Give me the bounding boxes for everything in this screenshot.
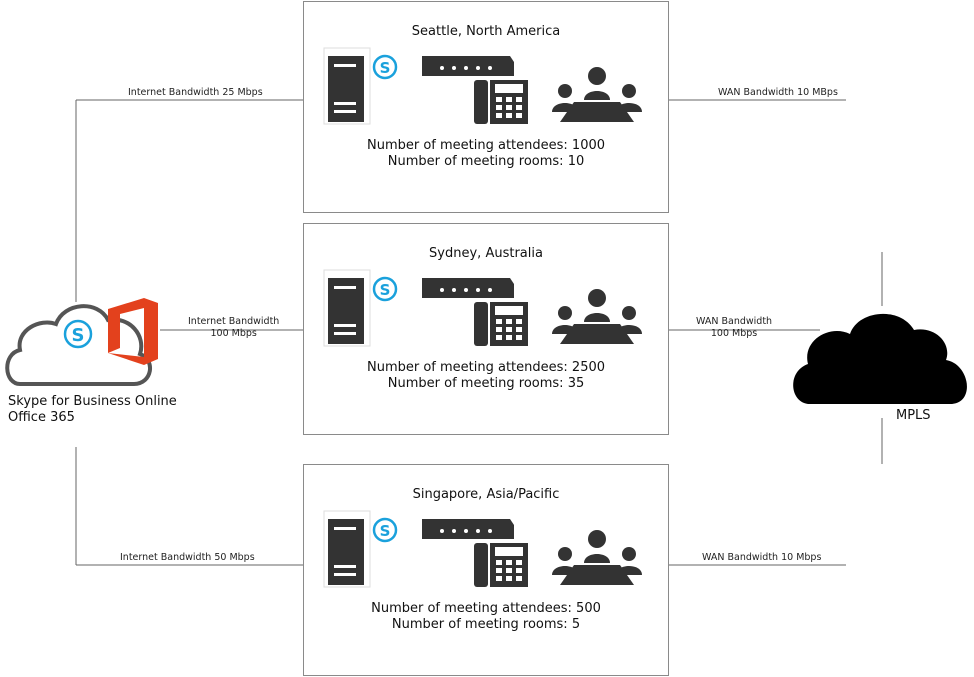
site-equipment: S (323, 510, 642, 588)
seattle-internet-bandwidth: Internet Bandwidth 25 Mbps (128, 87, 263, 98)
meeting-attendees-text: Number of meeting attendees: 1000 (366, 138, 606, 153)
sydney-wan-bandwidth-line2: 100 Mbps (710, 328, 758, 339)
meeting-room-icon (552, 67, 642, 122)
skype-logo-icon: S (372, 54, 398, 80)
network-device-icon (422, 56, 514, 76)
svg-text:S: S (380, 281, 391, 299)
sydney-internet-bandwidth: Internet Bandwidth 100 Mbps (188, 316, 279, 340)
sydney-internet-bandwidth-line2: 100 Mbps (210, 328, 257, 339)
skype-logo-icon: S (372, 517, 398, 543)
server-icon (323, 47, 371, 125)
meeting-rooms-text: Number of meeting rooms: 35 (387, 376, 585, 391)
meeting-attendees-text: Number of meeting attendees: 2500 (366, 360, 606, 375)
singapore-internet-bandwidth: Internet Bandwidth 50 Mbps (120, 552, 255, 563)
skype-logo-icon: S (63, 319, 93, 349)
desk-phone-icon (472, 78, 528, 124)
meeting-rooms-text: Number of meeting rooms: 10 (387, 154, 585, 169)
network-device-icon (422, 278, 514, 298)
site-title: Seattle, North America (411, 24, 561, 39)
server-icon (323, 269, 371, 347)
mpls-label: MPLS (896, 408, 931, 423)
meeting-rooms-text: Number of meeting rooms: 5 (391, 617, 581, 632)
mpls-cloud-icon (793, 313, 967, 404)
site-box-seattle: Seattle, North America S (303, 1, 669, 213)
svg-text:S: S (380, 522, 391, 540)
site-stats: Number of meeting attendees: 2500 Number… (304, 360, 668, 392)
svg-text:S: S (72, 325, 85, 346)
server-icon (323, 510, 371, 588)
sydney-internet-bandwidth-line1: Internet Bandwidth (188, 316, 280, 327)
site-stats: Number of meeting attendees: 500 Number … (304, 601, 668, 633)
singapore-wan-bandwidth: WAN Bandwidth 10 Mbps (702, 552, 822, 563)
site-equipment: S (323, 47, 642, 125)
svg-text:S: S (380, 59, 391, 77)
sydney-wan-bandwidth: WAN Bandwidth 100 Mbps (696, 316, 772, 340)
desk-phone-icon (472, 541, 528, 587)
desk-phone-icon (472, 300, 528, 346)
site-title: Singapore, Asia/Pacific (412, 487, 560, 502)
office-logo-icon (108, 298, 158, 365)
network-device-icon (422, 519, 514, 539)
seattle-wan-bandwidth: WAN Bandwidth 10 MBps (718, 87, 838, 98)
cloud-service-line1: Skype for Business Online (8, 394, 177, 409)
site-stats: Number of meeting attendees: 1000 Number… (304, 138, 668, 170)
site-box-singapore: Singapore, Asia/Pacific S (303, 464, 669, 676)
meeting-room-icon (552, 289, 642, 344)
site-title: Sydney, Australia (429, 246, 543, 261)
site-equipment: S (323, 269, 642, 347)
sydney-wan-bandwidth-line1: WAN Bandwidth (696, 316, 773, 327)
meeting-attendees-text: Number of meeting attendees: 500 (371, 601, 601, 616)
site-box-sydney: Sydney, Australia S (303, 223, 669, 435)
meeting-room-icon (552, 530, 642, 585)
cloud-service-label: Skype for Business Online Office 365 (8, 394, 177, 426)
cloud-service-line2: Office 365 (8, 410, 75, 425)
skype-logo-icon: S (372, 276, 398, 302)
